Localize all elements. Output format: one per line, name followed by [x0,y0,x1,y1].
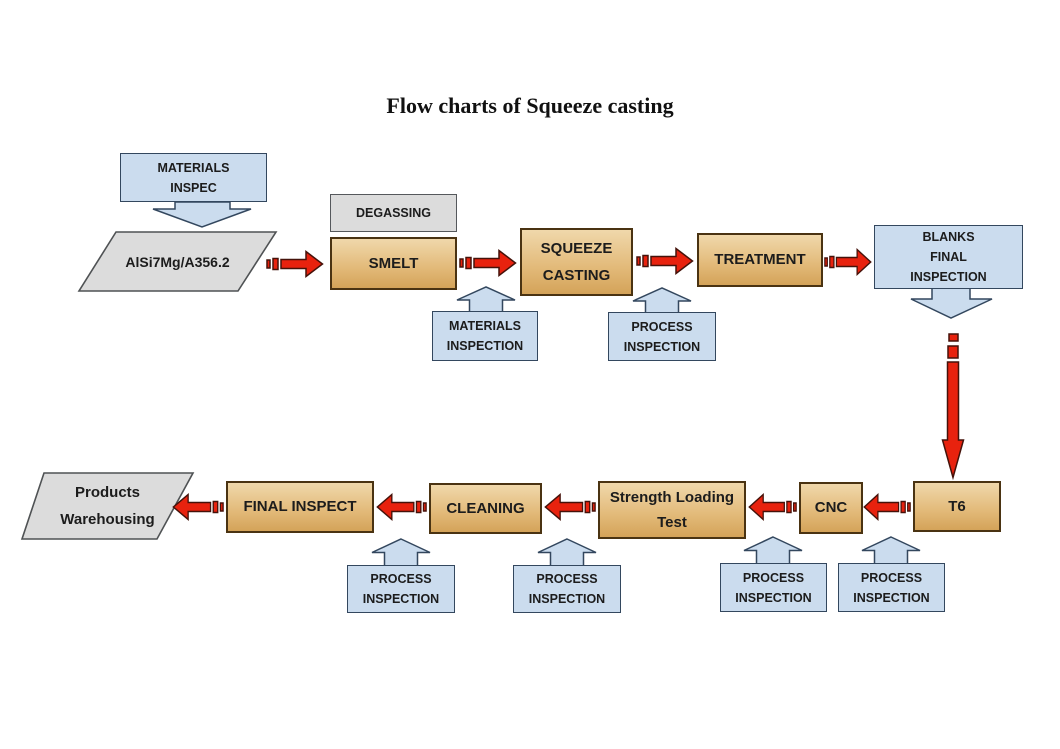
node-t6: T6 [913,481,1001,532]
parallelogram-raw-material [77,231,278,292]
node-label: CNC [814,499,848,516]
node-label: PROCESS [860,570,923,585]
flow-arrow-squeeze-to-treatment [636,246,694,276]
node-label: BLANKS [922,230,975,244]
node-process-inspection-cleaning: PROCESS INSPECTION [513,565,621,613]
node-label: INSPECTION [446,339,524,353]
node-label: INSPECTION [735,590,812,605]
flow-arrow-cleaning-to-final [376,492,427,522]
node-label: INSPECTION [853,590,930,605]
node-cleaning: CLEANING [429,483,542,534]
flow-arrow-treatment-to-blanks [824,247,872,277]
node-label: INSPECTION [362,592,440,606]
node-label: T6 [948,497,966,515]
node-strength-loading-test: Strength Loading Test [598,481,746,539]
flow-arrow-strength-to-cleaning [544,492,596,522]
node-process-inspection-final: PROCESS INSPECTION [347,565,455,613]
block-arrow-up-pi-final [371,538,431,567]
node-label: CASTING [542,267,611,284]
node-label: FINAL [930,250,967,264]
node-label: INSPECTION [528,592,606,606]
block-arrow-up-materials-inspection [456,286,516,314]
node-label: INSPEC [170,180,217,195]
block-arrow-up-pi-cnc [861,536,921,565]
node-raw-material: AlSi7Mg/A356.2 [90,231,265,292]
block-arrow-down-materials-inspec [152,201,252,228]
node-process-inspection-top: PROCESS INSPECTION [608,312,716,361]
block-arrow-up-pi-strength [743,536,803,565]
node-label: INSPECTION [910,270,987,284]
node-degassing: DEGASSING [330,194,457,232]
flow-arrow-blanks-to-t6 [941,333,965,481]
node-products-warehousing: Products Warehousing [30,472,185,540]
node-process-inspection-cnc: PROCESS INSPECTION [838,563,945,612]
flow-arrow-smelt-to-squeeze [459,248,517,278]
node-label: CLEANING [446,499,525,517]
flow-arrow-final-to-warehousing [172,492,224,522]
node-final-inspect: FINAL INSPECT [226,481,374,533]
node-label: MATERIALS [157,160,230,175]
block-arrow-up-pi-cleaning [537,538,597,567]
node-blanks-final-inspection: BLANKS FINAL INSPECTION [874,225,1023,289]
node-cnc: CNC [799,482,863,534]
parallelogram-warehousing [20,472,195,540]
node-treatment: TREATMENT [697,233,823,287]
flow-arrow-raw-to-smelt [266,249,324,279]
node-label: AlSi7Mg/A356.2 [125,253,230,270]
node-squeeze-casting: SQUEEZE CASTING [520,228,633,296]
node-label: Products [74,484,140,501]
node-label: PROCESS [370,572,432,586]
node-label: DEGASSING [355,206,431,220]
node-label: FINAL INSPECT [243,498,357,515]
node-label: INSPECTION [623,339,701,354]
node-label: PROCESS [631,319,693,334]
block-arrow-down-blanks-inspection [910,287,993,319]
flow-arrow-t6-to-cnc [863,492,911,522]
node-materials-inspec: MATERIALS INSPEC [120,153,267,202]
node-smelt: SMELT [330,237,457,290]
node-label: PROCESS [742,570,805,585]
node-label: Strength Loading [609,489,735,506]
block-arrow-up-process-inspection-top [632,287,692,315]
node-label: PROCESS [536,572,598,586]
node-label: TREATMENT [714,251,806,268]
node-label: MATERIALS [449,319,521,333]
node-label: Warehousing [60,511,155,528]
node-label: SMELT [368,254,419,272]
node-label: SQUEEZE [540,240,613,257]
node-label: Test [657,514,687,531]
node-process-inspection-strength: PROCESS INSPECTION [720,563,827,612]
flow-title: Flow charts of Squeeze casting [386,93,674,118]
flow-arrow-cnc-to-strength [748,492,797,522]
node-materials-inspection: MATERIALS INSPECTION [432,311,538,361]
